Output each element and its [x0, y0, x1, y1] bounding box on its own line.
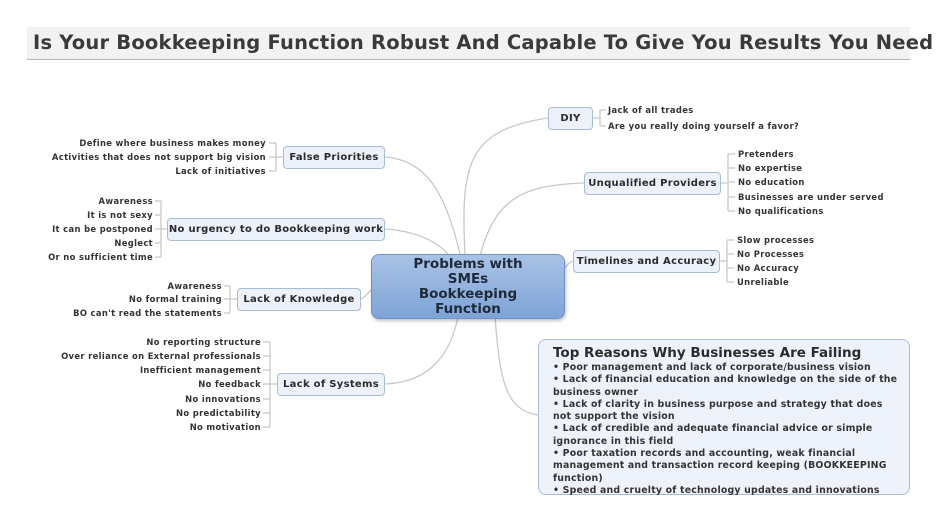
- leaf-item: No qualifications: [738, 206, 824, 216]
- leaf-item: Are you really doing yourself a favor?: [608, 121, 800, 131]
- leaf-item: No Accuracy: [737, 263, 800, 273]
- leaf-item: No reporting structure: [146, 337, 261, 347]
- central-topic[interactable]: Problems with SMEs Bookkeeping Function: [371, 254, 565, 319]
- leaf-item: No innovations: [185, 394, 261, 404]
- topic-label: False Priorities: [289, 152, 379, 163]
- leaf-item: Define where business makes money: [79, 138, 266, 148]
- leaf-item: No feedback: [198, 379, 261, 389]
- leaf-item: No Processes: [737, 249, 805, 259]
- title-bar: Is Your Bookkeeping Function Robust And …: [27, 27, 933, 60]
- leaf-item: Slow processes: [737, 235, 815, 245]
- callout-item: • Lack of clarity in business purpose an…: [553, 398, 883, 423]
- leaf-item: Pretenders: [738, 149, 794, 159]
- leaf-item: Awareness: [167, 281, 222, 291]
- link-callout: [494, 316, 539, 416]
- leaf-item: Lack of initiatives: [175, 166, 266, 176]
- leaf-item: BO can't read the statements: [73, 308, 222, 318]
- leaf-item: Over reliance on External professionals: [61, 351, 261, 361]
- topic-label: No urgency to do Bookkeeping work: [168, 224, 384, 235]
- leaf-item: Or no sufficient time: [48, 252, 153, 262]
- topic-label: Timelines and Accuracy: [576, 256, 717, 267]
- leaf-item: Inefficient management: [139, 365, 261, 375]
- callout-item: • Poor taxation records and accounting, …: [553, 448, 887, 484]
- topic-lack-of-knowledge[interactable]: Lack of Knowledge: [237, 288, 361, 311]
- topic-no-urgency[interactable]: No urgency to do Bookkeeping work: [167, 218, 385, 241]
- leaf-item: It can be postponed: [52, 224, 153, 234]
- leaf-item: No predictability: [176, 408, 261, 418]
- topic-unqualified-providers[interactable]: Unqualified Providers: [584, 172, 721, 195]
- callout-item: • Lack of credible and adequate financia…: [553, 423, 873, 447]
- leaf-item: No motivation: [189, 422, 261, 432]
- callout-top-reasons[interactable]: Top Reasons Why Businesses Are Failing •…: [538, 339, 910, 496]
- leaf-item: Businesses are under served: [738, 192, 884, 202]
- leaf-item: No formal training: [128, 294, 222, 304]
- topic-diy[interactable]: DIY: [548, 107, 593, 130]
- topic-lack-of-systems[interactable]: Lack of Systems: [277, 373, 385, 396]
- leaf-item: It is not sexy: [87, 210, 153, 220]
- topic-label: DIY: [560, 113, 581, 124]
- topic-false-priorities[interactable]: False Priorities: [283, 146, 385, 169]
- leaf-item: Jack of all trades: [608, 105, 694, 115]
- central-topic-label: Problems with SMEs Bookkeeping Function: [413, 255, 523, 317]
- callout-item: • Poor management and lack of corporate/…: [553, 362, 871, 373]
- link-false-priorities: [384, 156, 461, 255]
- callout-item: • Speed and cruelty of technology update…: [553, 484, 880, 496]
- link-no-urgency: [384, 228, 449, 255]
- callout-title: Top Reasons Why Businesses Are Failing: [553, 345, 862, 361]
- leaf-item: No education: [738, 177, 805, 187]
- leaf-item: Awareness: [98, 196, 153, 206]
- leaf-item: Unreliable: [737, 277, 790, 287]
- leaf-item: Neglect: [114, 238, 153, 248]
- topic-label: Unqualified Providers: [588, 178, 717, 189]
- topic-label: Lack of Knowledge: [243, 294, 355, 305]
- leaf-item: Activities that does not support big vis…: [51, 152, 266, 162]
- link-lack-knowledge: [360, 289, 372, 300]
- topic-label: Lack of Systems: [283, 379, 379, 390]
- link-lack-systems: [384, 316, 459, 385]
- leaf-item: No expertise: [738, 163, 803, 173]
- page-title: Is Your Bookkeeping Function Robust And …: [33, 31, 934, 54]
- topic-timelines-accuracy[interactable]: Timelines and Accuracy: [573, 250, 720, 273]
- link-diy: [463, 117, 549, 255]
- callout-item: • Lack of financial education and knowle…: [553, 374, 898, 398]
- link-unqualified: [479, 182, 585, 257]
